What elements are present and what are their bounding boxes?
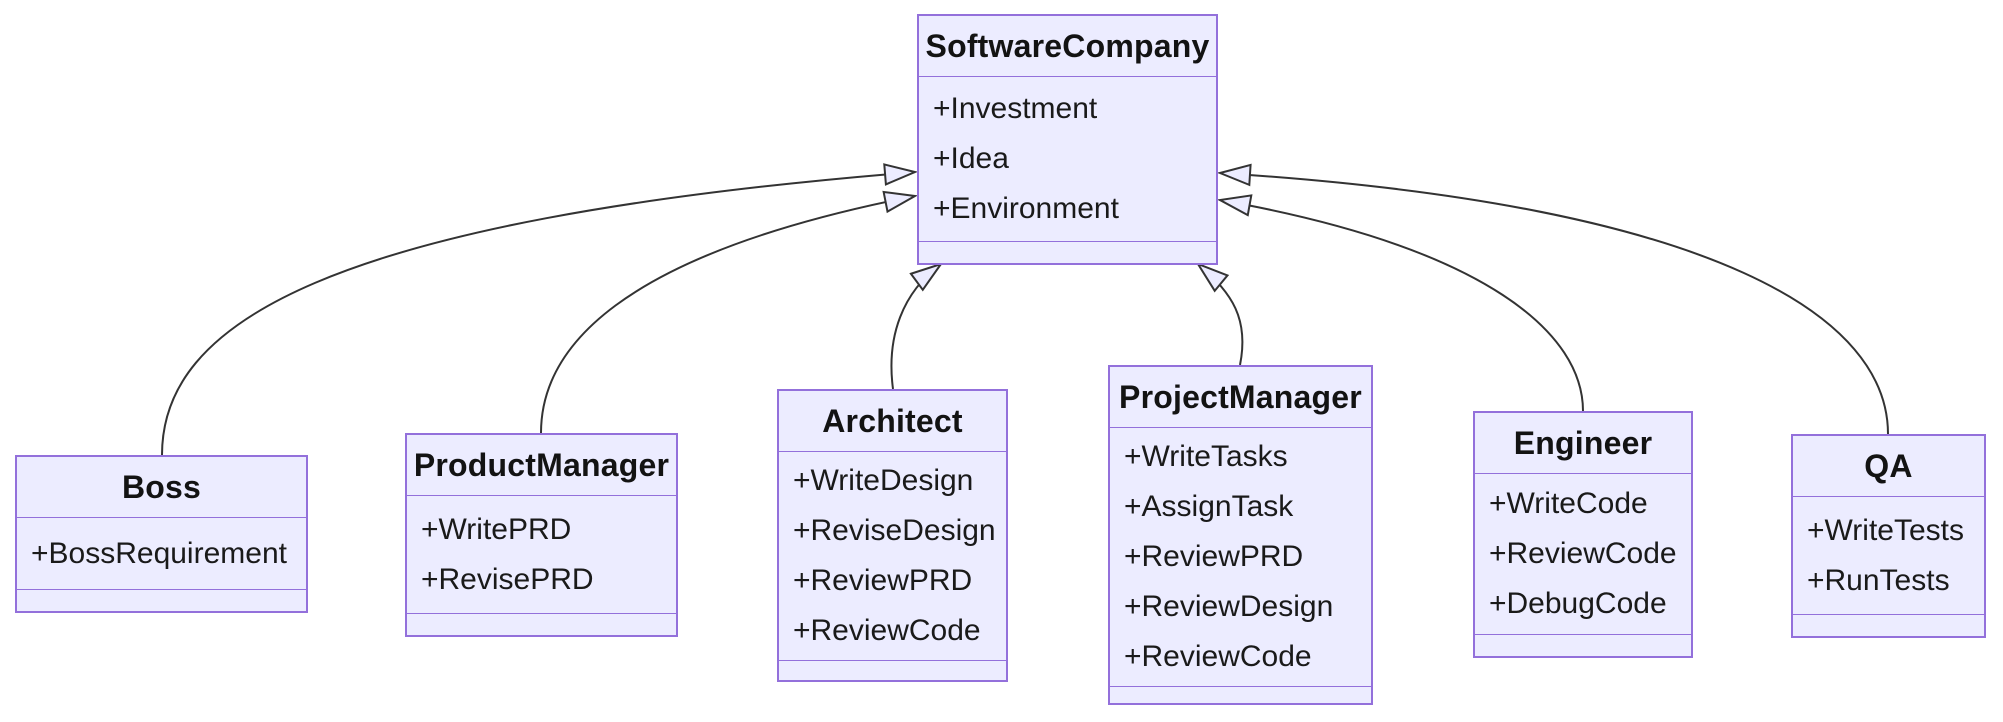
attribute: +WriteDesign — [793, 464, 974, 497]
class-title: QA — [1864, 447, 1913, 484]
attribute: +WritePRD — [421, 512, 572, 546]
edge-qa-inherits-softwarecompany — [1220, 173, 1889, 435]
attribute: +BossRequirement — [31, 536, 287, 570]
edge-productmanager-inherits-softwarecompany — [540, 196, 915, 434]
class-title: ProjectManager — [1119, 378, 1362, 415]
attribute: +AssignTask — [1124, 490, 1294, 523]
attribute: +RevisePRD — [421, 562, 594, 596]
attribute: +WriteCode — [1489, 487, 1648, 520]
attribute: +Investment — [933, 92, 1098, 125]
class-title: Boss — [121, 468, 202, 505]
class-attributes: +BossRequirement — [17, 517, 306, 589]
class-qa: QA +WriteTests +RunTests — [1791, 434, 1986, 638]
class-methods-empty — [1793, 614, 1984, 636]
class-attributes: +WriteTests +RunTests — [1793, 496, 1984, 614]
attribute: +ReviewCode — [793, 614, 981, 647]
class-productmanager: ProductManager +WritePRD +RevisePRD — [405, 433, 678, 637]
class-boss: Boss +BossRequirement — [15, 455, 308, 613]
attribute: +ReviewDesign — [1124, 590, 1334, 623]
edge-architect-inherits-softwarecompany — [890, 264, 941, 390]
attribute: +ReviseDesign — [793, 514, 996, 547]
attribute: +ReviewPRD — [793, 564, 973, 597]
attribute: +ReviewCode — [1124, 640, 1312, 673]
class-softwarecompany: SoftwareCompany +Investment +Idea +Envir… — [917, 14, 1218, 265]
attribute: +Environment — [933, 192, 1119, 225]
attribute: +WriteTests — [1807, 513, 1964, 547]
class-methods-empty — [1110, 686, 1371, 708]
class-attributes: +WritePRD +RevisePRD — [407, 495, 676, 613]
attribute: +ReviewPRD — [1124, 540, 1304, 573]
attribute: +DebugCode — [1489, 587, 1667, 620]
class-methods-empty — [779, 660, 1006, 682]
class-methods-empty — [1475, 634, 1691, 656]
class-attributes: +WriteTasks +AssignTask +ReviewPRD +Revi… — [1110, 427, 1371, 686]
attribute: +Idea — [933, 142, 1009, 175]
class-title: Engineer — [1513, 424, 1653, 461]
class-title: Architect — [822, 402, 963, 439]
class-attributes: +WriteDesign +ReviseDesign +ReviewPRD +R… — [779, 451, 1006, 660]
attribute: +RunTests — [1807, 563, 1950, 597]
edge-boss-inherits-softwarecompany — [161, 172, 915, 456]
class-methods-empty — [919, 241, 1216, 263]
edge-engineer-inherits-softwarecompany — [1220, 200, 1584, 412]
class-attributes: +WriteCode +ReviewCode +DebugCode — [1475, 473, 1691, 634]
class-attributes: +Investment +Idea +Environment — [919, 76, 1216, 241]
class-engineer: Engineer +WriteCode +ReviewCode +DebugCo… — [1473, 411, 1693, 658]
class-title: ProductManager — [413, 446, 670, 483]
attribute: +WriteTasks — [1124, 440, 1288, 473]
class-methods-empty — [17, 589, 306, 611]
class-title: SoftwareCompany — [925, 27, 1210, 64]
class-methods-empty — [407, 613, 676, 635]
edge-projectmanager-inherits-softwarecompany — [1198, 264, 1244, 366]
attribute: +ReviewCode — [1489, 537, 1677, 570]
class-projectmanager: ProjectManager +WriteTasks +AssignTask +… — [1108, 365, 1373, 705]
class-architect: Architect +WriteDesign +ReviseDesign +Re… — [777, 389, 1008, 682]
